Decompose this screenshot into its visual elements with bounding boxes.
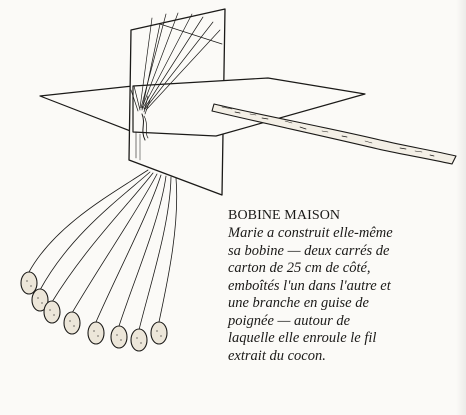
cocoon bbox=[31, 288, 49, 312]
cocoon bbox=[87, 321, 105, 345]
caption-line: carton de 25 cm de côté, bbox=[228, 260, 371, 276]
illustration-caption: BOBINE MAISON Marie a construit elle-mêm… bbox=[228, 207, 456, 365]
caption-line: poignée — autour de bbox=[228, 312, 351, 329]
bobbin-illustration bbox=[20, 8, 457, 352]
page-edge-shadow bbox=[456, 0, 466, 415]
cocoons bbox=[20, 271, 168, 352]
cocoon bbox=[20, 271, 38, 295]
cocoon bbox=[43, 300, 61, 324]
horizontal-card-left bbox=[39, 85, 134, 133]
caption-line: une branche en guise de bbox=[228, 295, 369, 311]
cocoon bbox=[150, 321, 168, 345]
cocoon bbox=[110, 325, 128, 349]
caption-line: laquelle elle enroule le fil bbox=[228, 330, 377, 346]
twig-handle bbox=[211, 103, 457, 165]
caption-line: Marie a construit elle-même bbox=[228, 225, 393, 241]
caption-line: extrait du cocon. bbox=[228, 347, 326, 364]
silk-threads bbox=[28, 169, 178, 331]
wound-threads bbox=[130, 12, 223, 115]
cocoon bbox=[63, 311, 81, 335]
caption-title: BOBINE MAISON bbox=[228, 208, 341, 223]
caption-line: sa bobine — deux carrés de bbox=[228, 242, 390, 259]
horizontal-card-right bbox=[132, 77, 366, 137]
caption-line: emboîtés l'un dans l'autre et bbox=[228, 277, 391, 294]
cocoon bbox=[130, 328, 148, 352]
